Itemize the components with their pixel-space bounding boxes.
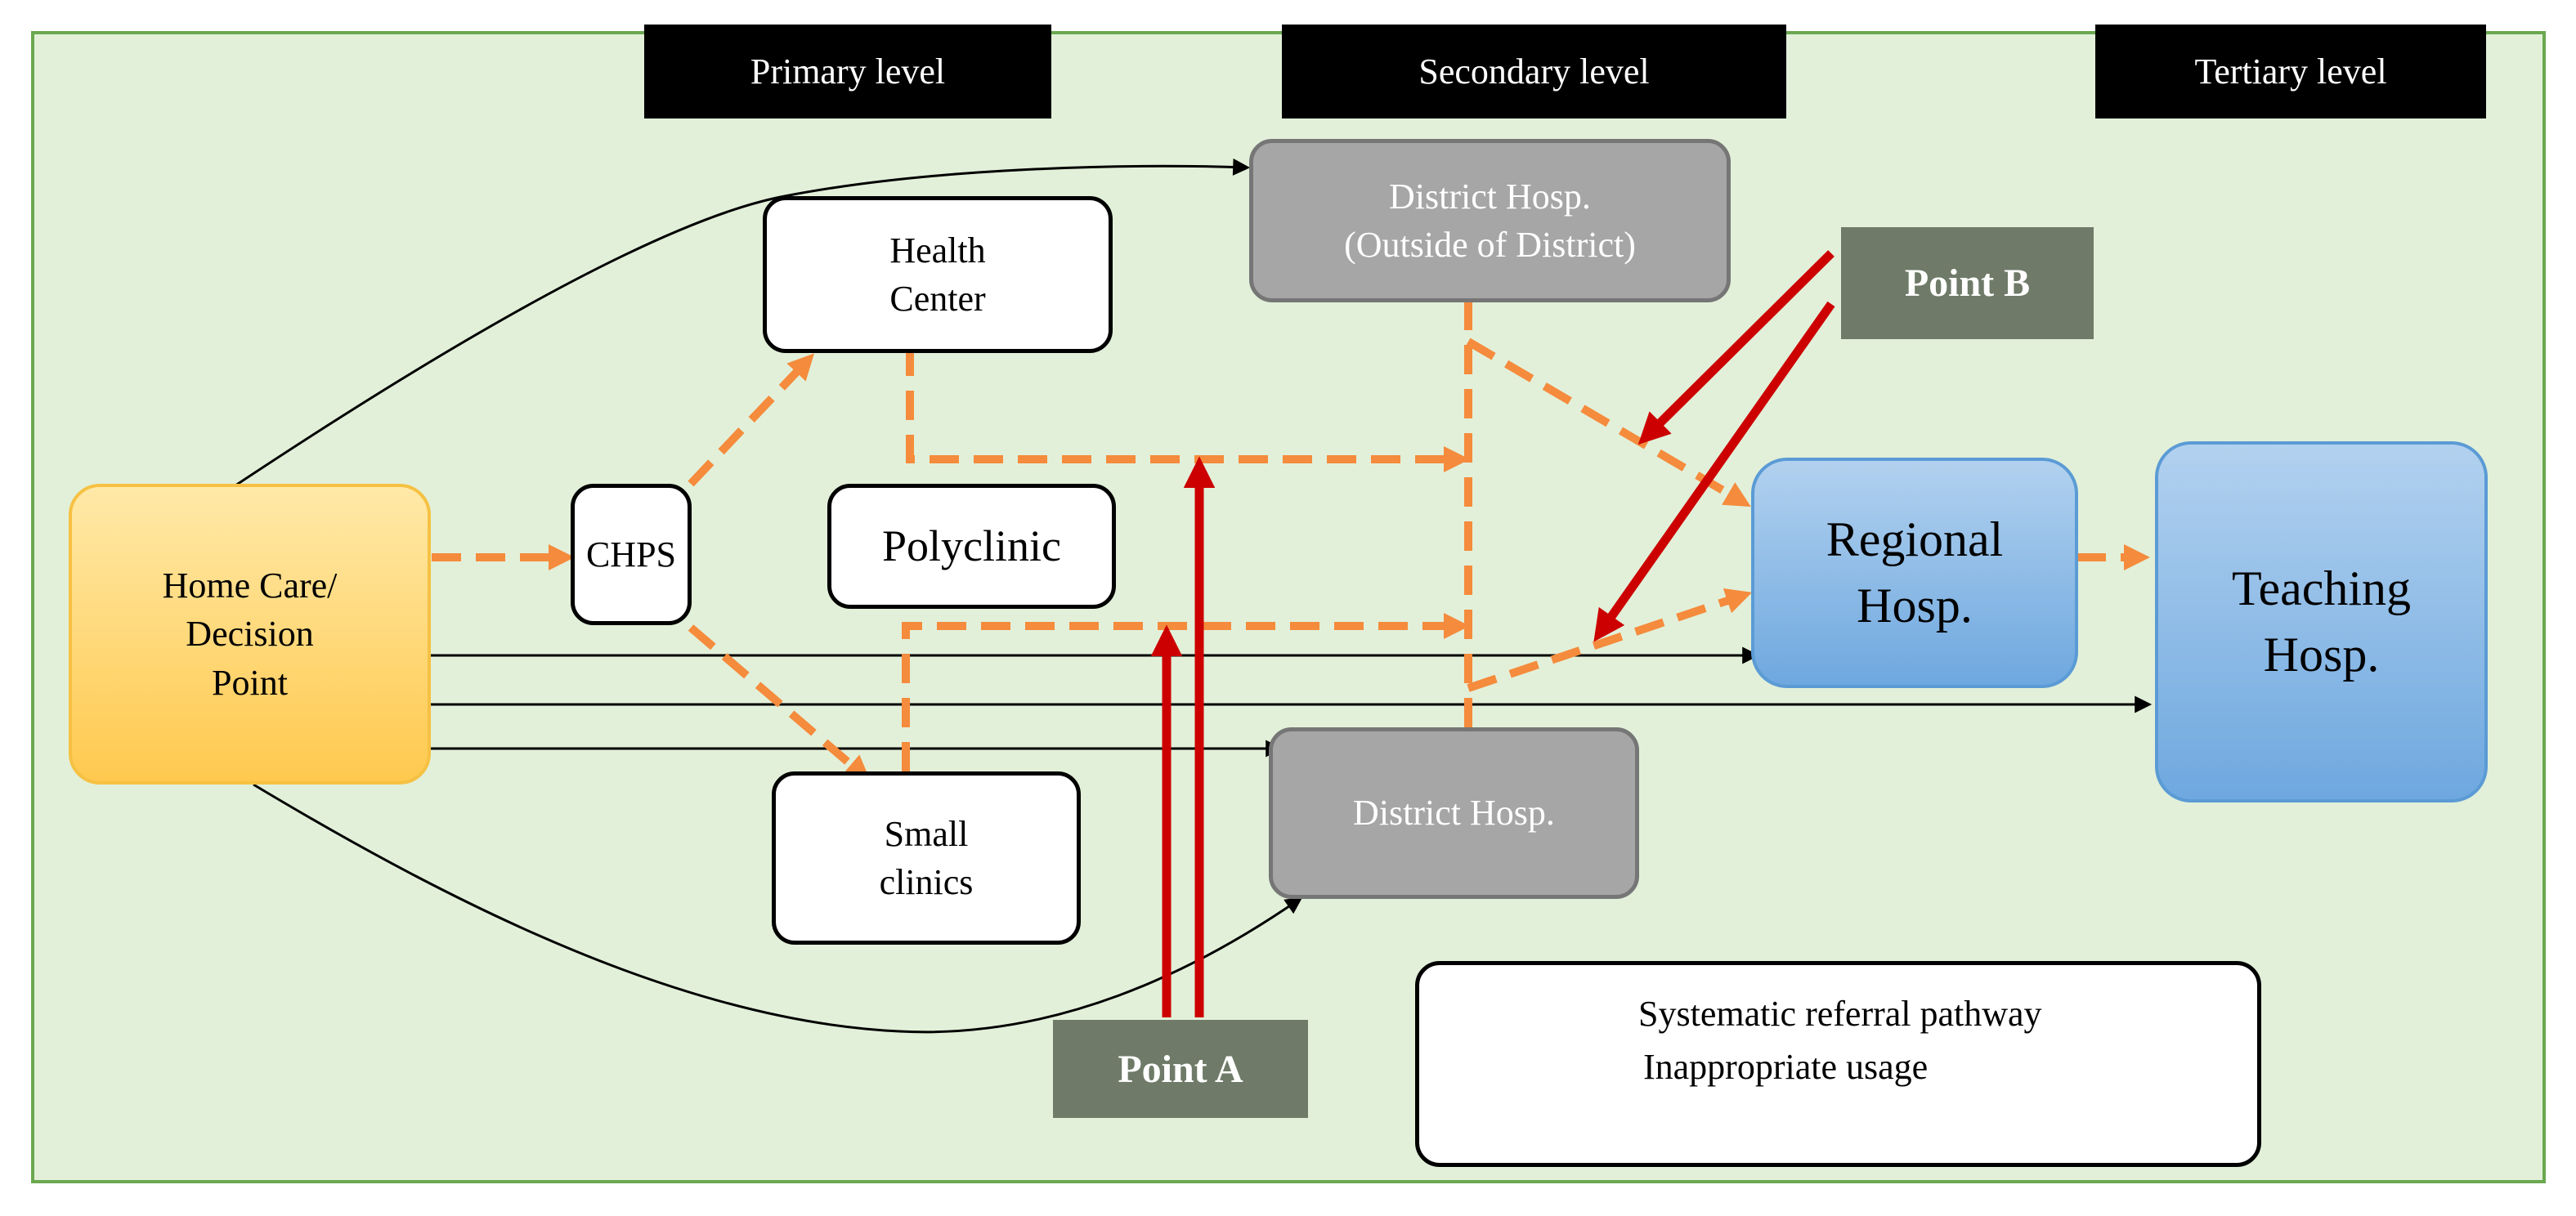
regional-hosp-node: Regional Hosp. <box>1751 458 2078 688</box>
systematic-referral-pathways <box>432 301 2151 782</box>
chps-node: CHPS <box>571 484 692 625</box>
chps-to-health-center-referral <box>688 353 814 487</box>
point-b-arrow-upper <box>1637 250 1835 445</box>
inappropriate-usage-lines <box>232 158 2153 1034</box>
district-to-regional-referral <box>1467 588 1753 692</box>
outside-district-to-regional-referral <box>1466 338 1751 507</box>
legend-systematic-label: Systematic referral pathway <box>1638 994 2042 1034</box>
point-a-label: Point A <box>1053 1020 1308 1118</box>
polyclinic-node: Polyclinic <box>827 484 1116 609</box>
health-center-node: Health Center <box>763 196 1113 353</box>
point-b-arrow-lower <box>1593 301 1835 642</box>
level-header-primary: Primary level <box>644 25 1051 118</box>
level-header-secondary: Secondary level <box>1282 25 1786 118</box>
point-b-label: Point B <box>1841 227 2094 339</box>
legend-box <box>1415 961 2261 1167</box>
home-to-district-lower-line <box>253 783 1303 1034</box>
district-hosp-outside-node: District Hosp. (Outside of District) <box>1249 139 1731 302</box>
small-clinics-to-secondary-referral <box>902 612 1471 771</box>
health-center-to-secondary-referral <box>906 346 1471 473</box>
level-header-tertiary: Tertiary level <box>2095 25 2486 118</box>
chps-to-small-clinics-referral <box>688 624 871 782</box>
point-arrows <box>1150 250 1835 1017</box>
district-hosp-node: District Hosp. <box>1269 727 1639 899</box>
small-clinics-node: Small clinics <box>772 771 1081 945</box>
home-to-outside-district-line <box>232 158 1251 489</box>
home-care-decision-point: Home Care/ Decision Point <box>69 484 431 785</box>
teaching-hosp-node: Teaching Hosp. <box>2155 441 2488 802</box>
legend-inappropriate-label: Inappropriate usage <box>1643 1047 1929 1087</box>
